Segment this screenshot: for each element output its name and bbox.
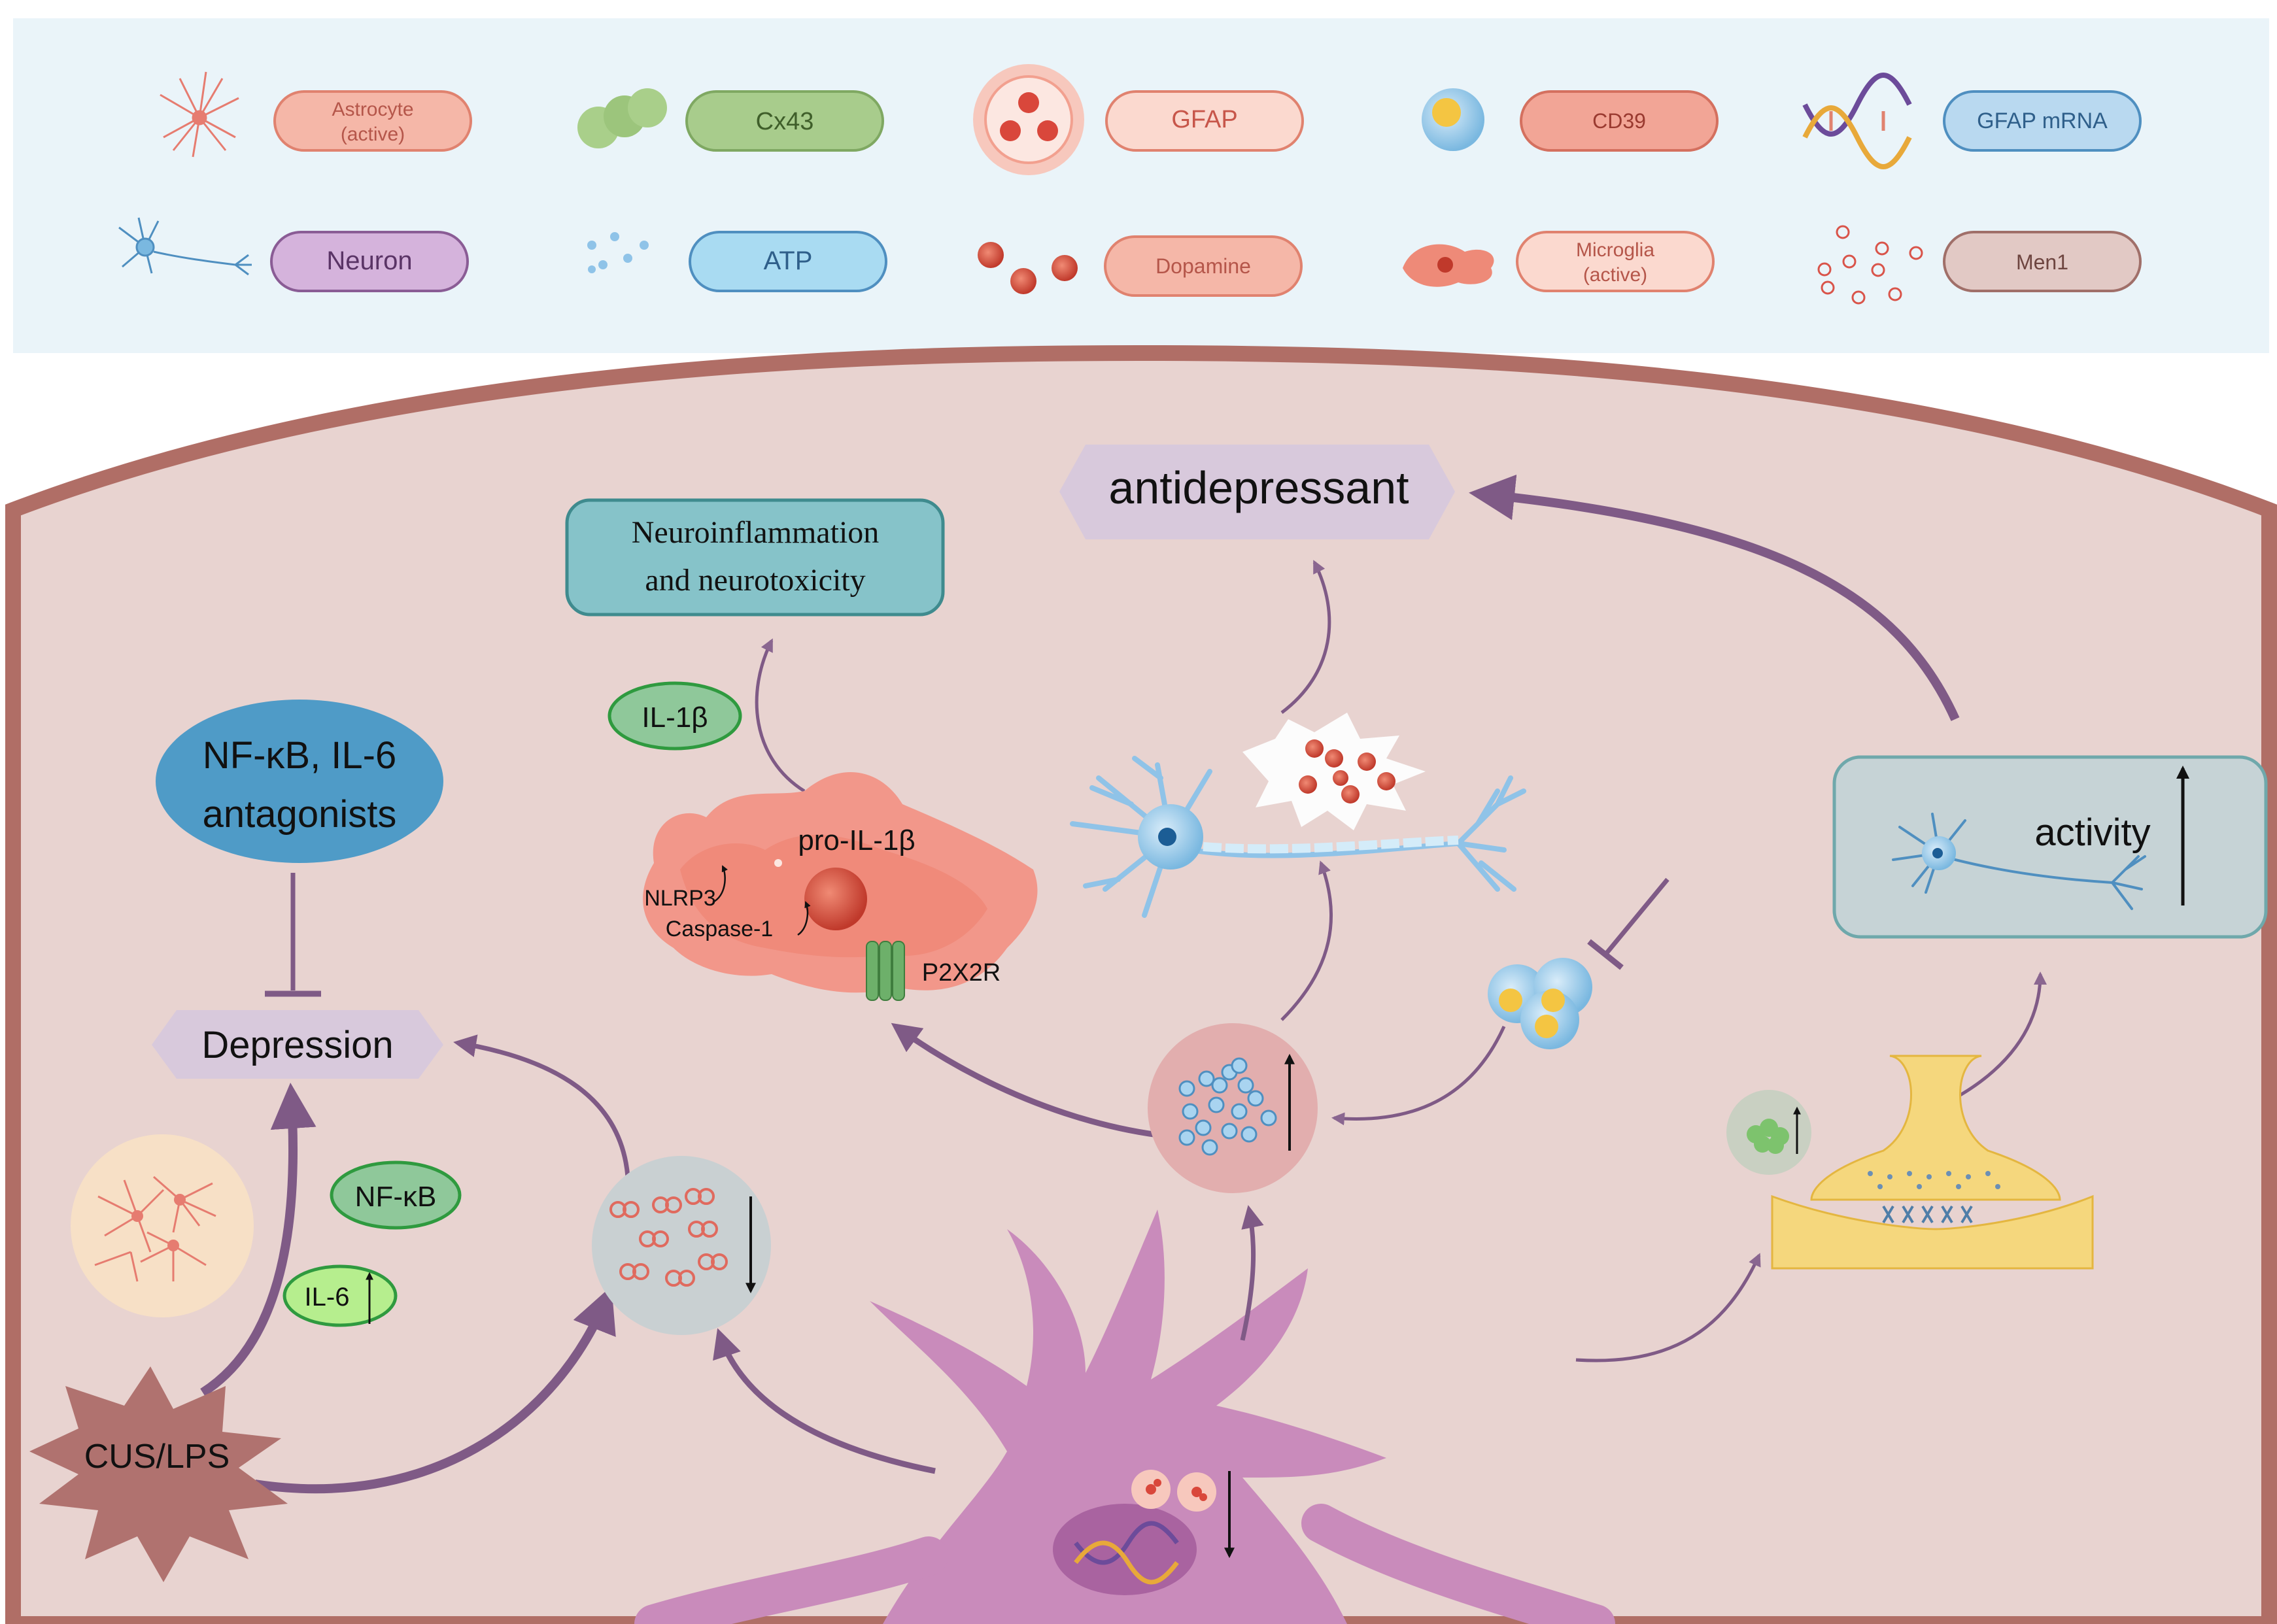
nfkb-badge: NF-κB [330,1160,462,1230]
caspase1-increase-arrow [797,901,811,936]
legend-gfap-mrna-label: GFAP mRNA [1977,109,2108,133]
arrow-astrocyte-to-atp [1240,1205,1264,1341]
men1-icon [1817,225,1923,305]
antidepressant-text: antidepressant [1108,462,1409,513]
neuron-icon [118,217,252,276]
legend-gfap-mrna-pill: GFAP mRNA [1943,90,2142,152]
legend-gfap-pill: GFAP [1105,90,1304,152]
arrow-synapse-to-activity [1941,972,2047,1107]
legend-microglia-label: Microglia(active) [1576,239,1654,286]
legend-gfap-label: GFAP [1171,106,1237,133]
dopamine-decrease-circle [592,1156,771,1335]
microglia-cell: pro-IL-1β NLRP3 Caspase-1 P2X2R [643,772,1038,1001]
dna-icon [1802,73,1912,169]
arrow-cus-to-depression [200,1083,317,1396]
astrocyte-cell-body [634,1210,1615,1624]
gfap-icon [973,64,1084,175]
legend-dopamine-label: Dopamine [1156,254,1251,278]
legend-astrocyte-label: Astrocyte(active) [332,99,413,145]
legend-microglia-pill: Microglia(active) [1516,231,1715,292]
legend-atp-pill: ATP [689,231,887,292]
cd39-cluster [1488,958,1592,1049]
legend-dopamine-pill: Dopamine [1104,235,1303,297]
cx43-increase-circle [1726,1090,1811,1175]
antidepressant-label: antidepressant [1059,445,1455,539]
depression-label: Depression [152,1010,443,1079]
cus-lps-burst: CUS/LPS [29,1366,288,1582]
legend-cd39-pill: CD39 [1520,90,1719,152]
il6-text: IL-6 [305,1283,350,1311]
il1b-badge: IL-1β [608,681,742,751]
arrow-microglia-to-neuroinflammation [755,638,806,793]
inhibition-marks [265,873,1669,997]
inhibition-line-cd39 [1603,877,1669,956]
nfkb-text: NF-κB [355,1181,437,1213]
pathway-arrows [200,474,2047,1494]
arrow-cd39-to-atp [1331,1025,1506,1126]
legend-panel: Astrocyte(active) Cx43 GFAP [13,18,2269,353]
caspase1-text: Caspase-1 [666,917,773,941]
dopamine-release-burst [1242,713,1426,830]
nucleus-dna-icon [1074,1521,1179,1585]
legend-background [13,18,2269,353]
legend-astrocyte-pill: Astrocyte(active) [273,90,472,152]
arrow-activity-to-antidepressant [1469,474,1960,721]
legend-neuron-label: Neuron [326,246,412,275]
legend-cx43-pill: Cx43 [685,90,884,152]
astrocyte-icon [160,71,239,158]
activity-text: activity [2034,811,2150,854]
gfap-granule-icon [1131,1470,1216,1512]
legend-men1-label: Men1 [2016,250,2068,274]
p2x2r-receptor-icon [866,941,905,1001]
cus-lps-text: CUS/LPS [84,1438,230,1476]
arrow-neuron-to-antidepressant [1280,560,1331,714]
synapse [1771,1055,2094,1270]
atp-increase-circle [1148,1023,1318,1193]
p2x2r-text: P2X2R [922,959,1001,987]
arrow-cus-to-dopamine [254,1286,616,1494]
neuron-cell [1070,756,1526,918]
legend-neuron-pill: Neuron [270,231,469,292]
il1b-text: IL-1β [642,702,708,734]
dopamine-icon [978,242,1078,294]
inhibition-bar-cd39 [1587,939,1624,970]
arrow-dopamine-to-depression [453,1034,630,1177]
depression-text: Depression [201,1024,393,1066]
legend-men1-pill: Men1 [1943,231,2142,292]
neuron-nucleus [1158,828,1176,846]
pro-il1b-text: pro-IL-1β [798,824,915,856]
nlrp3-text: NLRP3 [644,886,716,911]
atp-icon [587,232,649,273]
legend-atp-label: ATP [764,246,813,275]
astrocyte-cluster [71,1134,254,1317]
arrow-astrocyte-to-dopamine [713,1328,936,1474]
activity-box: activity [1832,755,2268,939]
legend-cx43-label: Cx43 [756,108,814,135]
microglia-nucleus [804,868,867,930]
cx43-icon [577,88,667,148]
legend-cd39-label: CD39 [1592,109,1646,133]
cd39-icon [1422,88,1484,151]
il6-badge: IL-6 [282,1264,398,1327]
microglia-icon [1403,244,1494,287]
arrow-astrocyte-to-synapse [1575,1253,1761,1362]
arrow-atp-to-neuron [1280,860,1333,1021]
nlrp3-increase-arrow [712,865,728,904]
